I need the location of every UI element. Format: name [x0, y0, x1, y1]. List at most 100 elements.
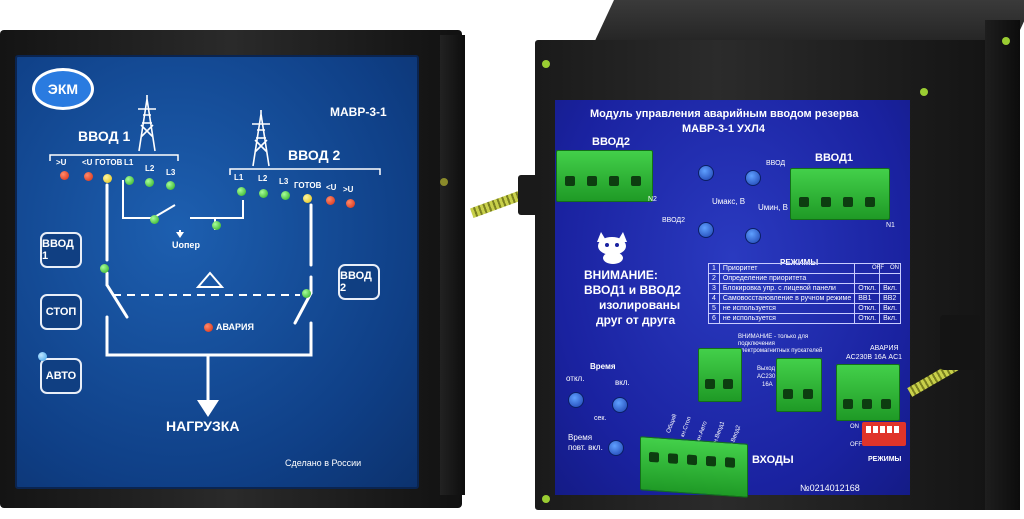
n1-label: N1 [886, 222, 895, 229]
modes-cell-text: Приоритет [718, 263, 856, 274]
power-tower-icon-1 [138, 95, 156, 152]
modes-cell-on [879, 273, 901, 284]
load-label: НАГРУЗКА [166, 418, 240, 434]
output-terminal-1 [698, 348, 742, 402]
auto-button[interactable]: АВТО [40, 358, 82, 394]
umin-knob-1[interactable] [745, 170, 761, 186]
led-label-l1-1: L1 [124, 158, 134, 167]
n2-label: N2 [648, 196, 657, 203]
led-ready-2 [303, 194, 312, 203]
modes-cell-n: 1 [708, 263, 720, 274]
off-delay-label: откл. [566, 374, 585, 383]
dip-switch[interactable] [862, 422, 906, 446]
contactor-note: ВНИМАНИЕ - только для подключения электр… [738, 334, 823, 354]
modes-cell-off [854, 273, 881, 284]
modes-cell-on: Вкл. [879, 303, 901, 314]
vvod2-small-label: ВВОД2 [662, 217, 686, 224]
umax-knob-1[interactable] [698, 165, 714, 181]
modes-cell-n: 5 [708, 303, 720, 314]
on-delay-knob[interactable] [612, 397, 628, 413]
led-label-l1-2: L1 [234, 173, 244, 182]
modes-cell-on [879, 263, 901, 274]
umin-knob-2[interactable] [745, 228, 761, 244]
modes-cell-n: 3 [708, 283, 720, 294]
stop-button[interactable]: СТОП [40, 294, 82, 330]
return-time-label: Время [568, 433, 593, 442]
input1-button[interactable]: ВВОД 1 [40, 232, 82, 268]
modes-cell-n: 4 [708, 293, 720, 304]
vvod1-terminal [790, 168, 890, 220]
serial-number: №0214012168 [800, 483, 860, 493]
time-label: Время [590, 362, 616, 371]
vvod2-label: ВВОД2 [592, 136, 630, 148]
led-l1-2 [237, 187, 246, 196]
modes-table-title: РЕЖИМЫ [780, 258, 819, 267]
input2-title: ВВОД 2 [288, 147, 341, 163]
led-label-l2-2: L2 [258, 174, 268, 183]
modes-cell-text: не используется [718, 303, 856, 314]
modes-cell-on: Вкл. [879, 313, 901, 324]
vvod-small-label: ВВОД [766, 160, 786, 167]
dip-off-label: OFF [850, 442, 862, 448]
led-label-l3-1: L3 [166, 168, 176, 177]
input2-button[interactable]: ВВОД 2 [338, 264, 380, 300]
led-l3-1 [166, 181, 175, 190]
led-label-overvoltage-2: >U [343, 185, 354, 194]
led-label-overvoltage-1: >U [56, 158, 67, 167]
led-switch-1 [100, 264, 109, 273]
umax-label: Uмакс, В [712, 197, 746, 206]
modes-cell-text: не используется [718, 313, 856, 324]
on-delay-label: вкл. [615, 378, 630, 387]
model-label: МАВР-3-1 [330, 105, 387, 119]
mounting-clip-left [518, 175, 538, 215]
led-uoper-1 [150, 215, 159, 224]
outputs-rating: AC230 [757, 374, 776, 380]
warning-line-2: ВВОД1 и ВВОД2 [584, 283, 681, 297]
led-uoper-2 [212, 221, 221, 230]
front-device-side [440, 35, 465, 495]
modes-cell-off: ВВ1 [854, 293, 881, 304]
led-undervoltage-1 [84, 172, 93, 181]
alarm-terminal-label: АВАРИЯ [870, 345, 899, 352]
uoper-label: Uопер [172, 240, 200, 250]
mimic-diagram [105, 180, 313, 417]
modes-cell-off [854, 263, 881, 274]
inputs-terminal [640, 436, 748, 498]
alarm-terminal [836, 364, 900, 421]
led-l2-2 [259, 189, 268, 198]
led-brackets [49, 154, 381, 175]
led-undervoltage-2 [326, 196, 335, 205]
led-overvoltage-2 [346, 199, 355, 208]
modes-cell-text: Блокировка упр. с лицевой панели [718, 283, 856, 294]
umax-knob-2[interactable] [698, 222, 714, 238]
led-label-l2-1: L2 [145, 164, 155, 173]
led-l3-2 [281, 191, 290, 200]
off-delay-knob[interactable] [568, 392, 584, 408]
rear-device-side [985, 20, 1020, 510]
led-label-undervoltage-1: <U [82, 158, 93, 167]
led-label-ready-1: ГОТОВ [95, 158, 123, 167]
ekm-logo: ЭКМ [32, 68, 94, 110]
umin-label: Uмин, В [758, 203, 788, 212]
modes-cell-n: 2 [708, 273, 720, 284]
seconds-label: сек. [594, 415, 607, 422]
housing-screw [440, 178, 448, 186]
outputs-rating-2: 16А [762, 382, 773, 388]
led-alarm [204, 323, 213, 332]
modes-cell-off: Откл. [854, 313, 881, 324]
power-tower-icon-2 [252, 110, 270, 167]
return-delay-knob[interactable] [608, 440, 624, 456]
housing-screw [1002, 37, 1010, 45]
led-l2-1 [145, 178, 154, 187]
return-on-label: повт. вкл. [568, 443, 603, 452]
dip-modes-label: РЕЖИМЫ [868, 456, 902, 463]
cat-mascot-icon [597, 232, 627, 264]
input1-title: ВВОД 1 [78, 128, 131, 144]
warning-line-4: друг от друга [596, 313, 676, 327]
rear-title: Модуль управления аварийным вводом резер… [590, 108, 859, 120]
led-label-undervoltage-2: <U [326, 183, 337, 192]
led-switch-2 [302, 289, 311, 298]
